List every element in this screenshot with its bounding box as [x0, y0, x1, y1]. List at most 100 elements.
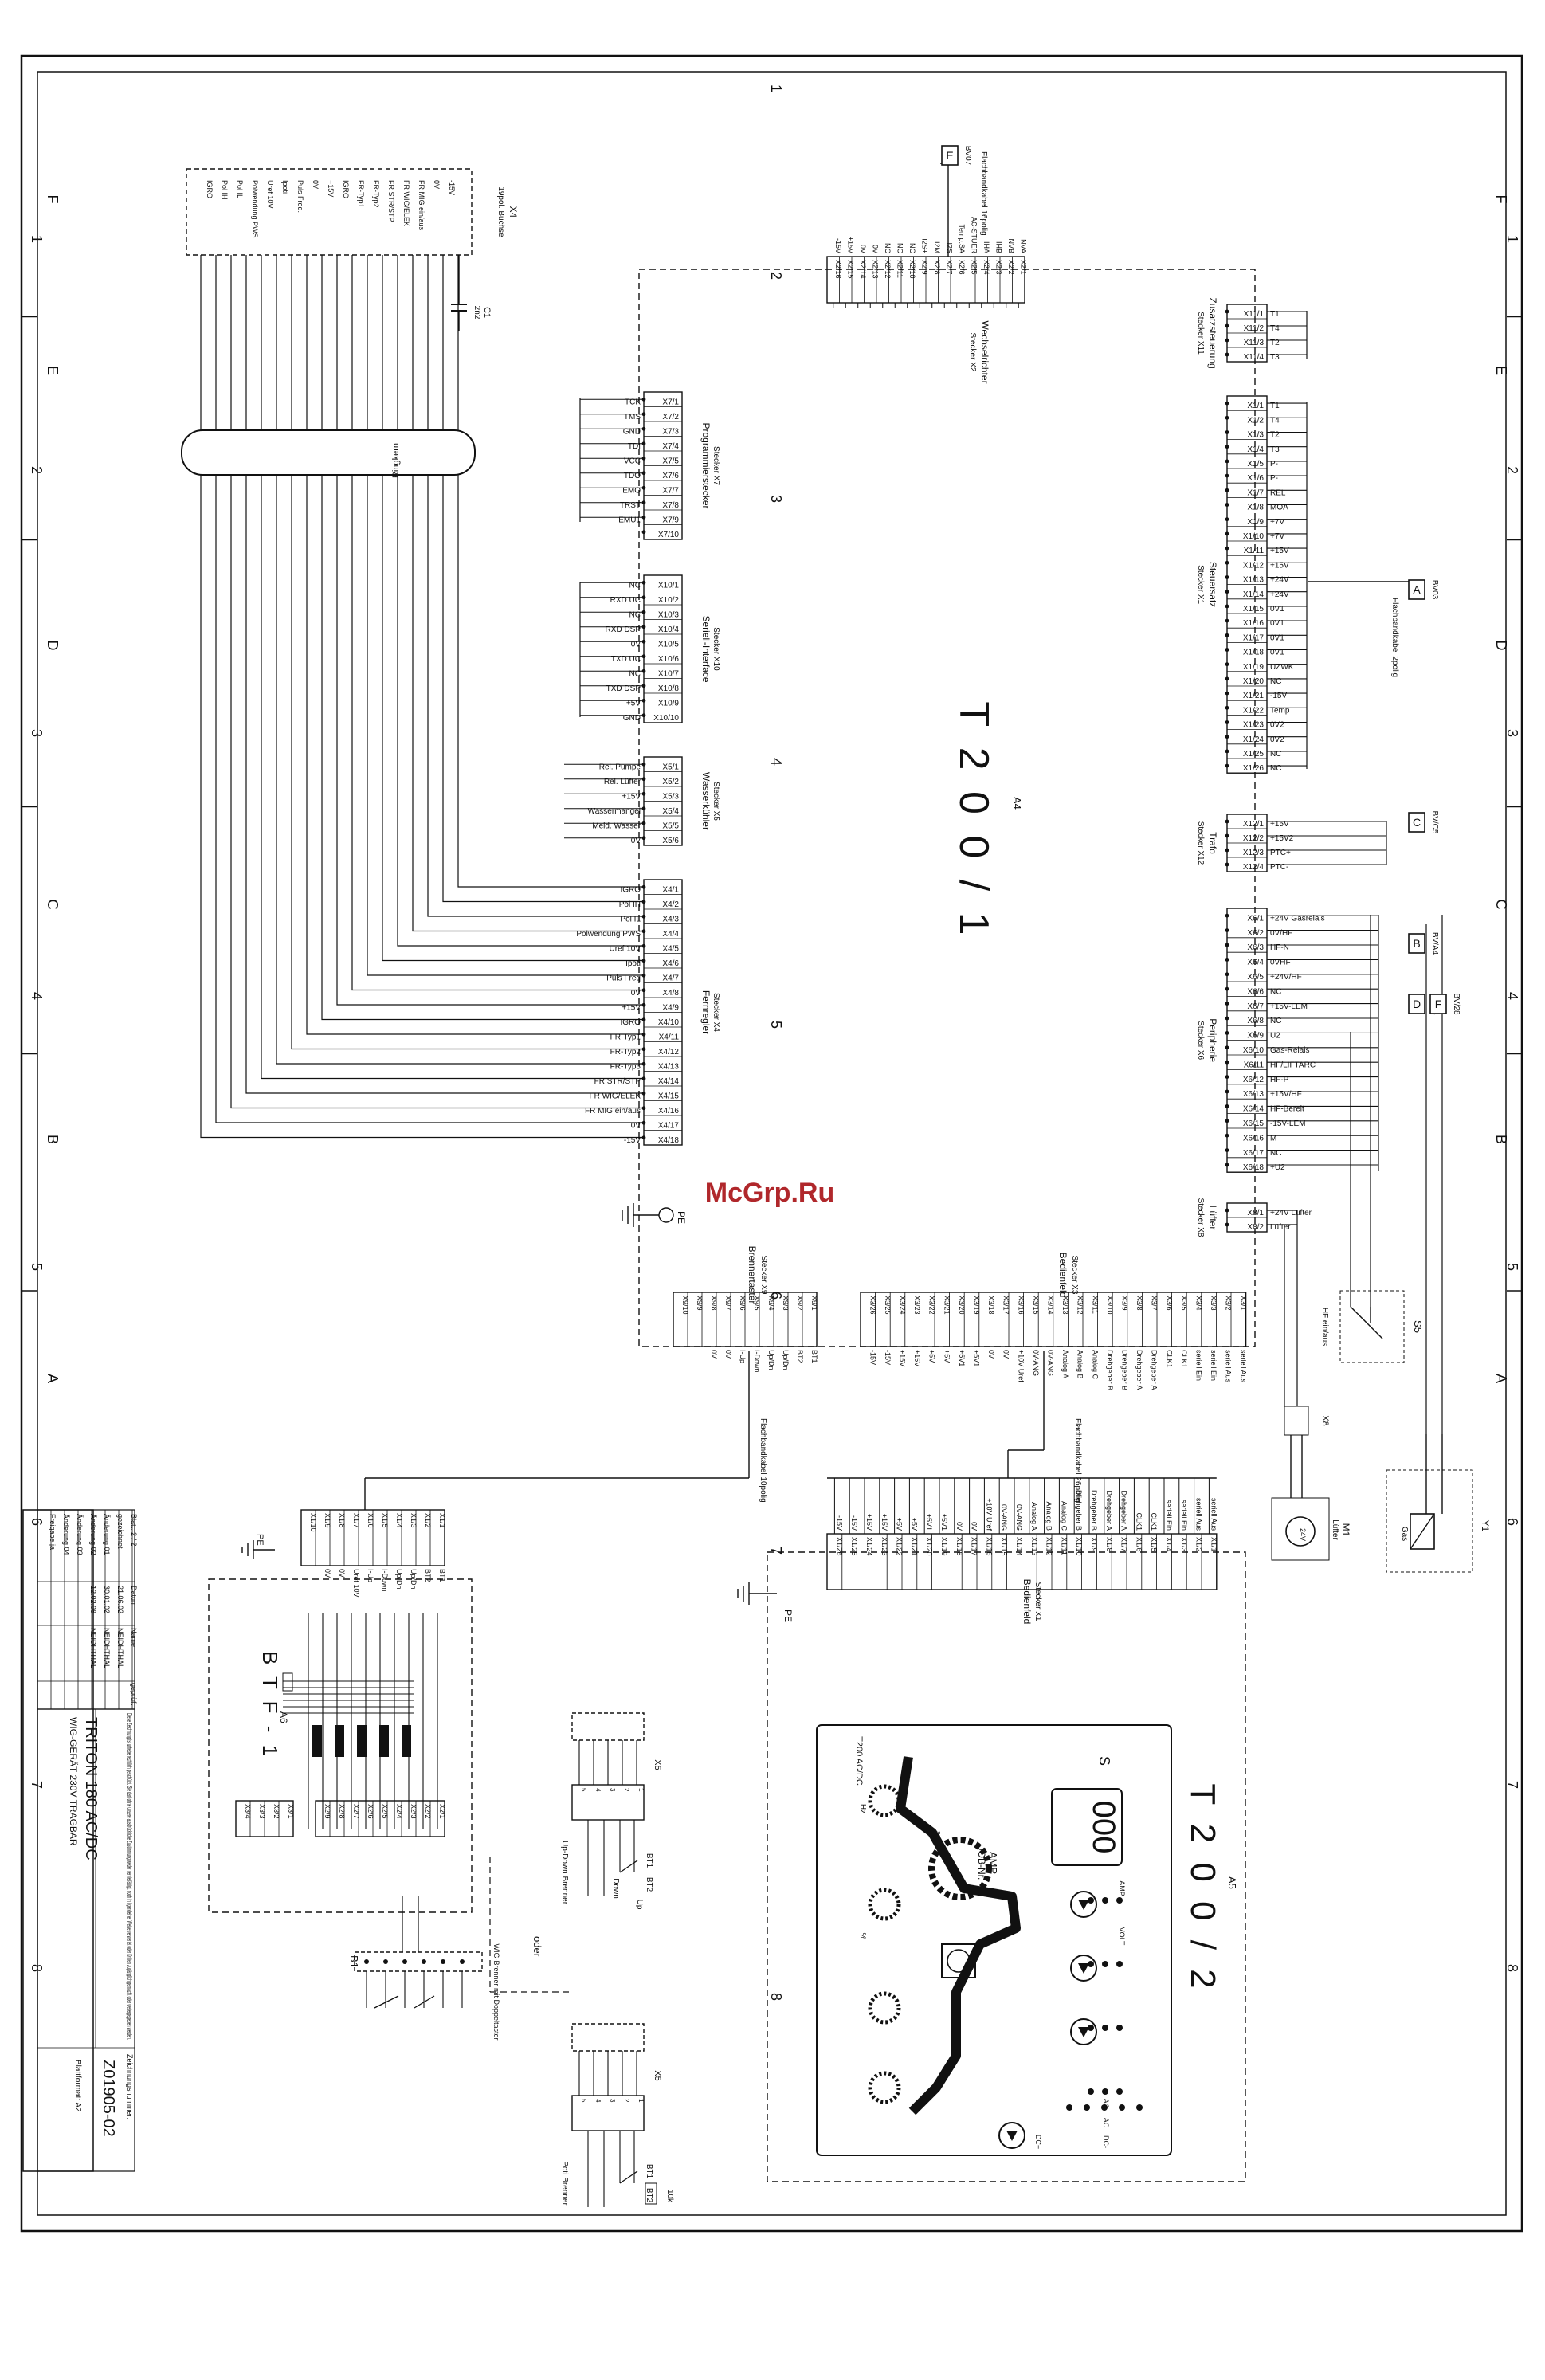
pin-label: NVA	[1019, 239, 1027, 253]
pin-label: BT1	[810, 1350, 818, 1363]
process-curve	[896, 1756, 1021, 2115]
pin-label: 0V	[1002, 1350, 1010, 1359]
pin-label: 0V-ANG	[1032, 1350, 1040, 1376]
pin-label: Rel. Pumpe	[599, 763, 641, 772]
pin-dot	[641, 684, 646, 688]
torch-pin-no: 1	[637, 1788, 645, 1792]
connector-title: Wasserkühler	[700, 772, 712, 830]
grid-col-right: F	[1493, 195, 1509, 204]
connector-title: Trafo	[1207, 832, 1218, 854]
bus-wire	[306, 255, 644, 1035]
pin-id: X1/17	[1243, 633, 1265, 642]
pin-label: Lüfter	[1270, 1223, 1291, 1232]
pin-dot	[641, 914, 646, 919]
pin-dot	[1225, 819, 1229, 824]
pin-dot	[1225, 445, 1229, 449]
led-indicator	[1116, 2025, 1123, 2031]
pin-dot	[1225, 575, 1229, 579]
pin-dot	[1225, 749, 1229, 754]
pin-label: Gas-Relais	[1270, 1046, 1309, 1055]
b1-pin	[441, 1959, 445, 1964]
pin-label: Drehgeber A	[1151, 1350, 1159, 1390]
pin-id: X1/18	[1243, 649, 1265, 657]
pin-dot	[1225, 338, 1229, 343]
pin-dot	[641, 1135, 646, 1140]
pin-label: -15V	[1270, 692, 1287, 700]
pin-id: X5/1	[662, 763, 679, 772]
pin-label: T2	[1270, 431, 1280, 440]
pin-label: 0V	[871, 245, 879, 253]
connector-title: Seriell-Interface	[700, 615, 712, 682]
pin-label: NC	[1270, 1017, 1281, 1025]
pin-label: Drehgeber A	[1135, 1350, 1143, 1390]
pin-id: X6/14	[1243, 1105, 1265, 1114]
panel-button	[1070, 1891, 1097, 1918]
pin-id: X1/7	[1120, 1537, 1128, 1552]
pin-label: HF-N	[1270, 943, 1289, 952]
pin-dot	[1225, 604, 1229, 609]
grid-row-top: 7	[768, 1547, 784, 1555]
pin-label: Wassermangel	[588, 807, 641, 816]
pin-id: X4/5	[662, 945, 679, 954]
tag-letter: A	[1413, 583, 1421, 596]
pin-dot	[1225, 648, 1229, 652]
pin-dot	[1225, 763, 1229, 768]
pin-label: RXD DSP	[606, 625, 641, 634]
pin-label: +7V	[1270, 532, 1284, 541]
pin-label: AC-STUER	[970, 217, 978, 254]
pin-id: X12/1	[1243, 820, 1265, 829]
pin-label: IGRO	[620, 1018, 641, 1027]
display-digits: 000	[1086, 1801, 1121, 1854]
torch-x5: X5	[653, 1759, 662, 1770]
fan-label: M1	[1340, 1523, 1351, 1537]
led-indicator	[1088, 1961, 1094, 1967]
tb-dwg-no: Z01905-02	[100, 2060, 117, 2137]
pin-id: X9/6	[739, 1296, 747, 1311]
pin-label: Temp	[1270, 706, 1290, 715]
pin-dot	[641, 791, 646, 796]
grid-row-right: 6	[1504, 1518, 1520, 1526]
tb-cell: NEIDHTHAL	[116, 1628, 124, 1668]
pin-dot	[641, 1106, 646, 1111]
pin-id: X6/13	[1243, 1090, 1265, 1099]
pin-dot	[1225, 1104, 1229, 1108]
pin-dot	[1225, 323, 1229, 328]
pin-label: EMU1	[618, 516, 641, 525]
pin-label: 0V	[724, 1350, 732, 1359]
small-dial	[868, 1888, 901, 1921]
pin-id: X3/9	[1121, 1296, 1129, 1311]
pin-id: X8/1	[1247, 1209, 1264, 1217]
tb-cell: Änderung 04	[62, 1514, 70, 1555]
pin-label: 0V1	[1270, 633, 1284, 642]
fan-sub: Lüfter	[1331, 1519, 1339, 1540]
connector-title: Brennertaster	[747, 1246, 758, 1304]
pin-id: X1/22	[896, 1537, 904, 1556]
pin-dot	[641, 1091, 646, 1096]
pin-dot	[1225, 691, 1229, 696]
pin-id: X1/5	[1247, 460, 1264, 469]
pin-id: X1/21	[910, 1537, 918, 1556]
socket-outline	[186, 168, 473, 256]
panel-ac2: AC	[1102, 2118, 1110, 2128]
pin-label: seriell Aus	[1195, 1498, 1203, 1531]
pin-label: GND	[623, 428, 641, 437]
pin-id: X3/23	[913, 1296, 921, 1315]
pin-id: X4/17	[658, 1122, 680, 1131]
grid-col-right: B	[1493, 1135, 1509, 1144]
pin-id: X1/7	[1247, 488, 1264, 497]
pin-label: Uref 10V	[610, 945, 641, 954]
pin-dot	[1225, 1002, 1229, 1006]
connector-x7: X7/1TCKX7/2TMSX7/3GNDX7/4TDIX7/5VCCX7/6T…	[618, 391, 720, 540]
tb-product: TRITON 180 AC/DC	[82, 1717, 100, 1860]
pin-id: X3/5	[1180, 1296, 1188, 1311]
pin-id: X3/1	[1239, 1296, 1247, 1311]
pin-dot	[1225, 972, 1229, 977]
pin-label: T3	[1270, 353, 1280, 362]
triangle-icon	[1078, 1900, 1089, 1910]
panel-brand: T200 AC/DC	[854, 1736, 864, 1786]
connector-title: Wechselrichter	[979, 320, 990, 383]
pin-dot	[1225, 833, 1229, 838]
torch-switch	[619, 2170, 638, 2184]
pin-id: X6/10	[1243, 1046, 1265, 1055]
